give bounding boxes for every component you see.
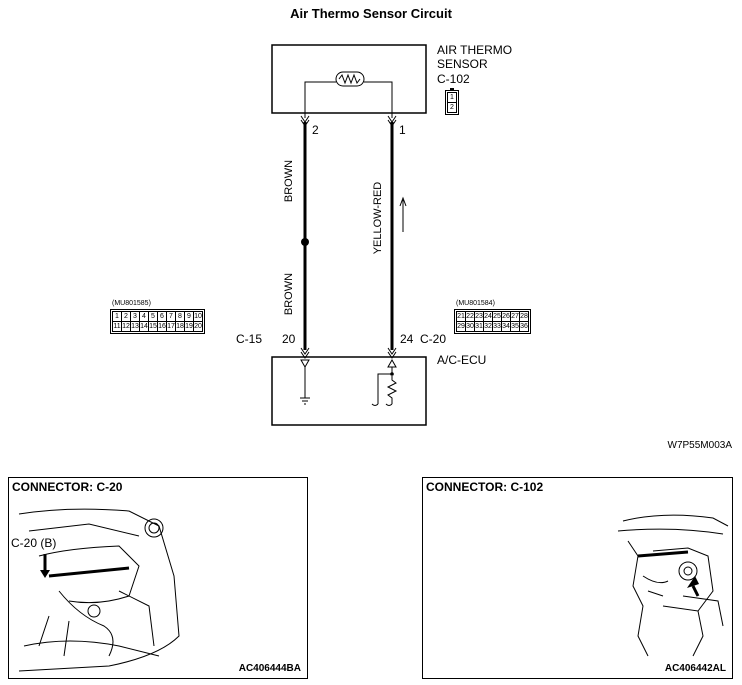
connector-pin-cell: 13 (130, 321, 140, 332)
connector-pin-cell: 1 (112, 311, 122, 322)
connector-pin-cell: 31 (474, 321, 484, 332)
connector-c102-location-panel: CONNECTOR: C-102 AC406442AL (422, 477, 733, 679)
connector-c20-location-panel: CONNECTOR: C-20 C-20 (B) AC406444BA (8, 477, 308, 679)
circuit-diagram (271, 44, 427, 426)
connector-pin-cell: 7 (166, 311, 176, 322)
sensor-internal-wire-left (304, 81, 336, 118)
connector-pin-cell: 36 (519, 321, 529, 332)
sensor-internal-wire-right (364, 81, 393, 118)
connector-c15-id: C-15 (236, 332, 263, 346)
connector-pin-cell: 18 (175, 321, 185, 332)
connector-pin-cell: 4 (139, 311, 149, 322)
sensor-pin-2: 2 (312, 123, 319, 137)
connector-pin-cell: 27 (510, 311, 520, 322)
diagram-code: W7P55M003A (667, 440, 732, 451)
sensor-connector-id: C-102 (437, 72, 470, 86)
connector-pin-cell: 16 (157, 321, 167, 332)
connector-pin-cell: 2 (121, 311, 131, 322)
sensor-name-line1: AIR THERMO (437, 43, 513, 57)
ecu-pin-24: 24 (400, 332, 414, 346)
panel-left-callout: C-20 (B) (11, 536, 57, 550)
splice-point (301, 238, 309, 246)
connector-pin-cell: 24 (483, 311, 493, 322)
connector-pin-cell: 19 (184, 321, 194, 332)
connector-pin-cell: 35 (510, 321, 520, 332)
sensor-connector-icon: 1 2 (445, 88, 459, 115)
panel-left-title: CONNECTOR: C-20 (12, 480, 123, 494)
connector-pin-cell: 10 (193, 311, 203, 322)
connector-pin-cell: 28 (519, 311, 529, 322)
wire-color-brown-lower: BROWN (283, 272, 295, 316)
connector-pin-cell: 17 (166, 321, 176, 332)
panel-left-code: AC406444BA (238, 663, 301, 674)
connector-pin-cell: 33 (492, 321, 502, 332)
panel-right-title: CONNECTOR: C-102 (426, 480, 544, 494)
connector-pin-cell: 14 (139, 321, 149, 332)
connector-pin-cell: 32 (483, 321, 493, 332)
connector-c20-part-no: (MU801584) (456, 300, 495, 307)
connector-pin-cell: 23 (474, 311, 484, 322)
wire-color-brown-upper: BROWN (283, 159, 295, 203)
wire-color-yellow-red: YELLOW-RED (372, 181, 384, 255)
connector-pin-cell: 30 (465, 321, 475, 332)
connector-c20-id: C-20 (420, 332, 447, 346)
connector-pin-cell: 29 (456, 321, 466, 332)
connector-pin-cell: 9 (184, 311, 194, 322)
connector-pin-cell: 15 (148, 321, 158, 332)
connector-c15-part-no: (MU801585) (112, 300, 151, 307)
sensor-box (271, 44, 427, 114)
connector-pin-cell: 21 (456, 311, 466, 322)
thermistor-zigzag (338, 73, 361, 85)
ecu-box (271, 356, 427, 426)
connector-pin-cell: 22 (465, 311, 475, 322)
connector-pin-cell: 8 (175, 311, 185, 322)
dashboard-illustration-right (617, 514, 729, 657)
page-title: Air Thermo Sensor Circuit (290, 6, 452, 21)
dashboard-illustration-left (18, 508, 180, 672)
sensor-name-line2: SENSOR (437, 57, 488, 71)
connector-pin-cell: 11 (112, 321, 122, 332)
connector-pin-cell: 34 (501, 321, 511, 332)
connector-pin-cell: 6 (157, 311, 167, 322)
connector-pin-cell: 5 (148, 311, 158, 322)
ecu-name: A/C-ECU (437, 353, 487, 367)
panel-right-code: AC406442AL (664, 663, 726, 674)
connector-pin-cell: 26 (501, 311, 511, 322)
ecu-pin-20: 20 (282, 332, 296, 346)
connector-pin-cell: 20 (193, 321, 203, 332)
sensor-pin-1: 1 (399, 123, 406, 137)
connector-pin-cell: 3 (130, 311, 140, 322)
connector-pin-cell: 12 (121, 321, 131, 332)
connector-pin-cell: 25 (492, 311, 502, 322)
